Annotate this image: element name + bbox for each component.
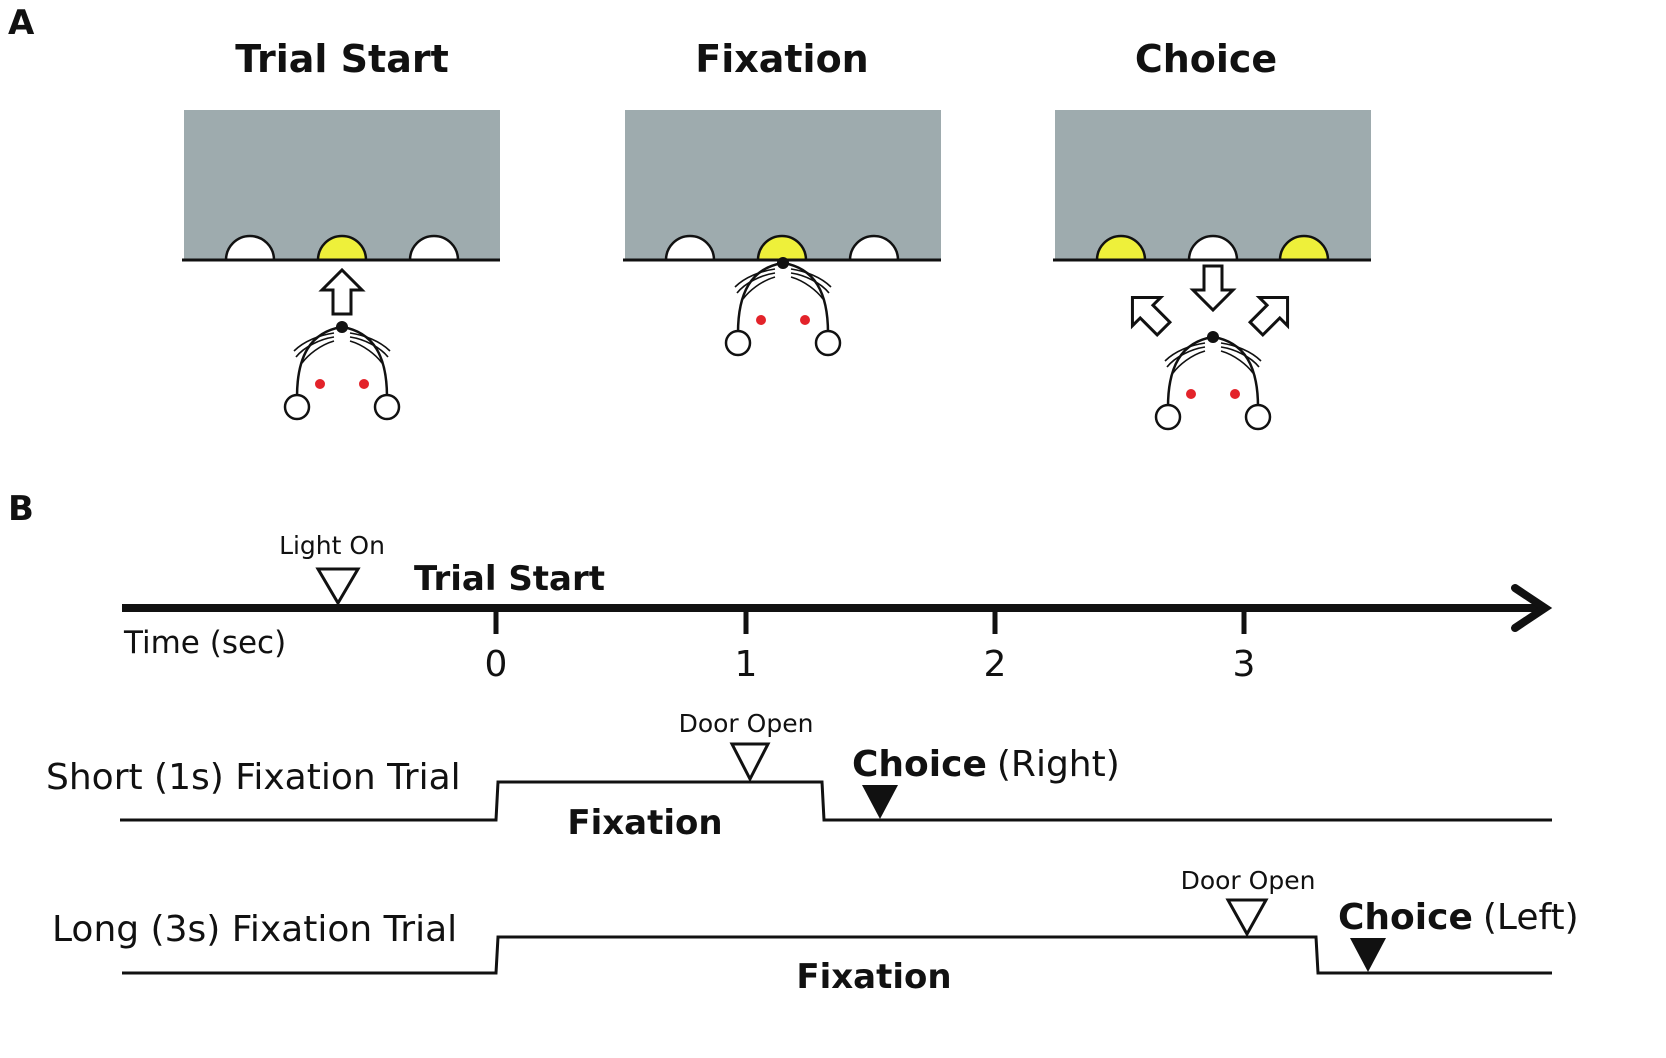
fixation-signal-line <box>120 780 1552 822</box>
scene-title: Choice <box>1135 37 1277 81</box>
choice-side: (Right) <box>997 744 1120 785</box>
tick-label: 2 <box>984 644 1007 685</box>
scene-title: Fixation <box>695 37 869 81</box>
choice-marker-icon <box>1350 938 1386 972</box>
mouse-icon <box>1154 329 1272 431</box>
light-on-marker-icon <box>315 567 361 606</box>
light-on-label: Light On <box>279 531 385 560</box>
panel-b-letter: B <box>8 489 34 529</box>
tick-label: 0 <box>485 644 508 685</box>
arrow-up-icon <box>320 268 364 316</box>
nose-port-right <box>848 234 900 262</box>
panel-a-letter: A <box>8 3 35 43</box>
time-ticks: 0 1 2 3 <box>485 612 1256 685</box>
nose-port-left <box>664 234 716 262</box>
door-open-marker-icon <box>1225 898 1269 938</box>
nose-port-center <box>316 234 368 262</box>
fixation-signal-line <box>122 935 1552 975</box>
choice-label: Choice(Right) <box>852 744 1120 785</box>
tick-label: 1 <box>735 644 758 685</box>
choice-label: Choice(Left) <box>1338 897 1579 938</box>
nose-port-right <box>408 234 460 262</box>
choice-marker-icon <box>862 785 898 819</box>
time-axis-label: Time (sec) <box>123 625 286 661</box>
choice-word: Choice <box>1338 897 1473 938</box>
scene-choice: Choice <box>1053 37 1371 431</box>
fixation-label: Fixation <box>567 803 722 843</box>
door-open-label: Door Open <box>1181 866 1316 895</box>
nose-port-center <box>1187 234 1239 262</box>
tick-label: 3 <box>1233 644 1256 685</box>
fixation-label: Fixation <box>796 957 951 997</box>
trial-name: Short (1s) Fixation Trial <box>46 757 461 798</box>
nose-port-right <box>1278 234 1330 262</box>
panel-a: Trial Start Fixation Choice <box>182 37 1371 431</box>
scene-title: Trial Start <box>235 37 449 81</box>
trial-name: Long (3s) Fixation Trial <box>52 909 457 950</box>
scene-trial-start: Trial Start <box>182 37 500 421</box>
short-trial-trace: Short (1s) Fixation Trial Door Open Fixa… <box>46 709 1552 843</box>
long-trial-trace: Long (3s) Fixation Trial Door Open Fixat… <box>52 866 1579 997</box>
choice-word: Choice <box>852 744 987 785</box>
panel-b: 0 1 2 3 Time (sec) Light On Trial Start … <box>46 531 1579 997</box>
arrow-down-icon <box>1191 264 1235 312</box>
door-open-label: Door Open <box>679 709 814 738</box>
nose-port-center <box>756 234 808 262</box>
door-open-marker-icon <box>729 742 771 783</box>
arrow-up-left-icon <box>1116 281 1180 345</box>
trial-start-label: Trial Start <box>414 559 605 599</box>
choice-side: (Left) <box>1483 897 1579 938</box>
nose-port-left <box>224 234 276 262</box>
nose-port-left <box>1095 234 1147 262</box>
scene-fixation: Fixation <box>623 37 941 357</box>
arrow-up-right-icon <box>1240 281 1304 345</box>
mouse-icon <box>724 255 842 357</box>
mouse-icon <box>283 319 401 421</box>
time-axis-arrowhead-icon <box>1511 584 1553 632</box>
